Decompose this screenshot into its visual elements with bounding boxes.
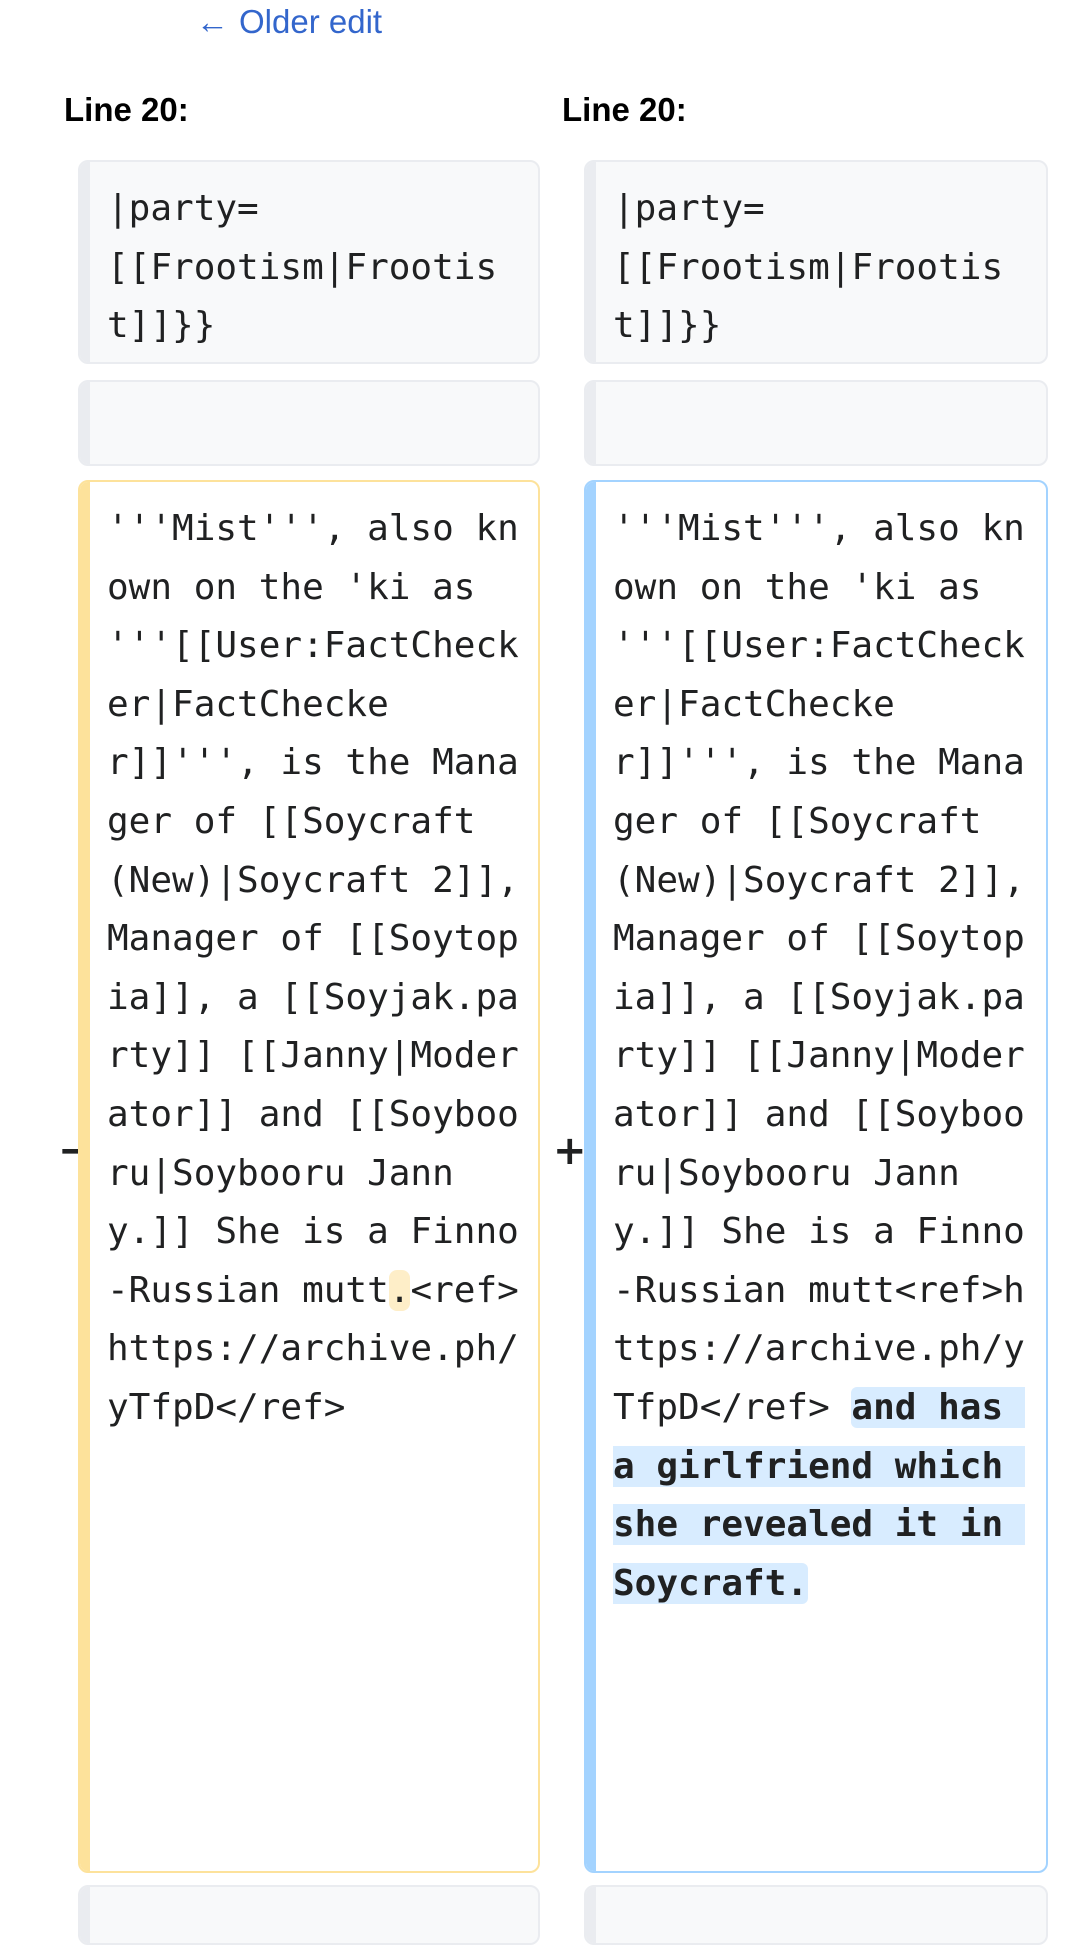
- context-empty-line-new: [584, 380, 1048, 466]
- older-edit-link[interactable]: ← Older edit: [196, 2, 382, 42]
- context-line-old-text: |party= [[Frootism|Frootist]]}}: [107, 188, 498, 347]
- added-text-unchanged: '''Mist''', also known on the 'ki as '''…: [613, 508, 1047, 1428]
- context-line-new: |party= [[Frootism|Frootist]]}}: [584, 160, 1048, 364]
- context-next-line-new: [584, 1885, 1048, 1945]
- deleted-line: '''Mist''', also known on the 'ki as '''…: [78, 480, 540, 1873]
- deleted-text-ref: <ref>https://archive.ph/yTfpD</ref>: [107, 1269, 519, 1428]
- line-number-header-new: Line 20:: [562, 91, 687, 128]
- added-line-text: '''Mist''', also known on the 'ki as '''…: [613, 500, 1033, 1613]
- older-edit-label: Older edit: [239, 3, 383, 40]
- deleted-line-text: '''Mist''', also known on the 'ki as '''…: [107, 500, 527, 1438]
- context-empty-line-old: [78, 380, 540, 466]
- context-line-new-text: |party= [[Frootism|Frootist]]}}: [613, 188, 1004, 347]
- added-line: '''Mist''', also known on the 'ki as '''…: [584, 480, 1048, 1873]
- left-arrow-icon: ←: [196, 3, 229, 40]
- added-line-marker: +: [553, 1128, 587, 1174]
- line-number-header-old: Line 20:: [64, 91, 189, 128]
- context-next-line-old: [78, 1885, 540, 1945]
- deleted-text-unchanged: '''Mist''', also known on the 'ki as '''…: [107, 508, 540, 1311]
- context-line-old: |party= [[Frootism|Frootist]]}}: [78, 160, 540, 364]
- deleted-text-highlight: .: [388, 1269, 411, 1311]
